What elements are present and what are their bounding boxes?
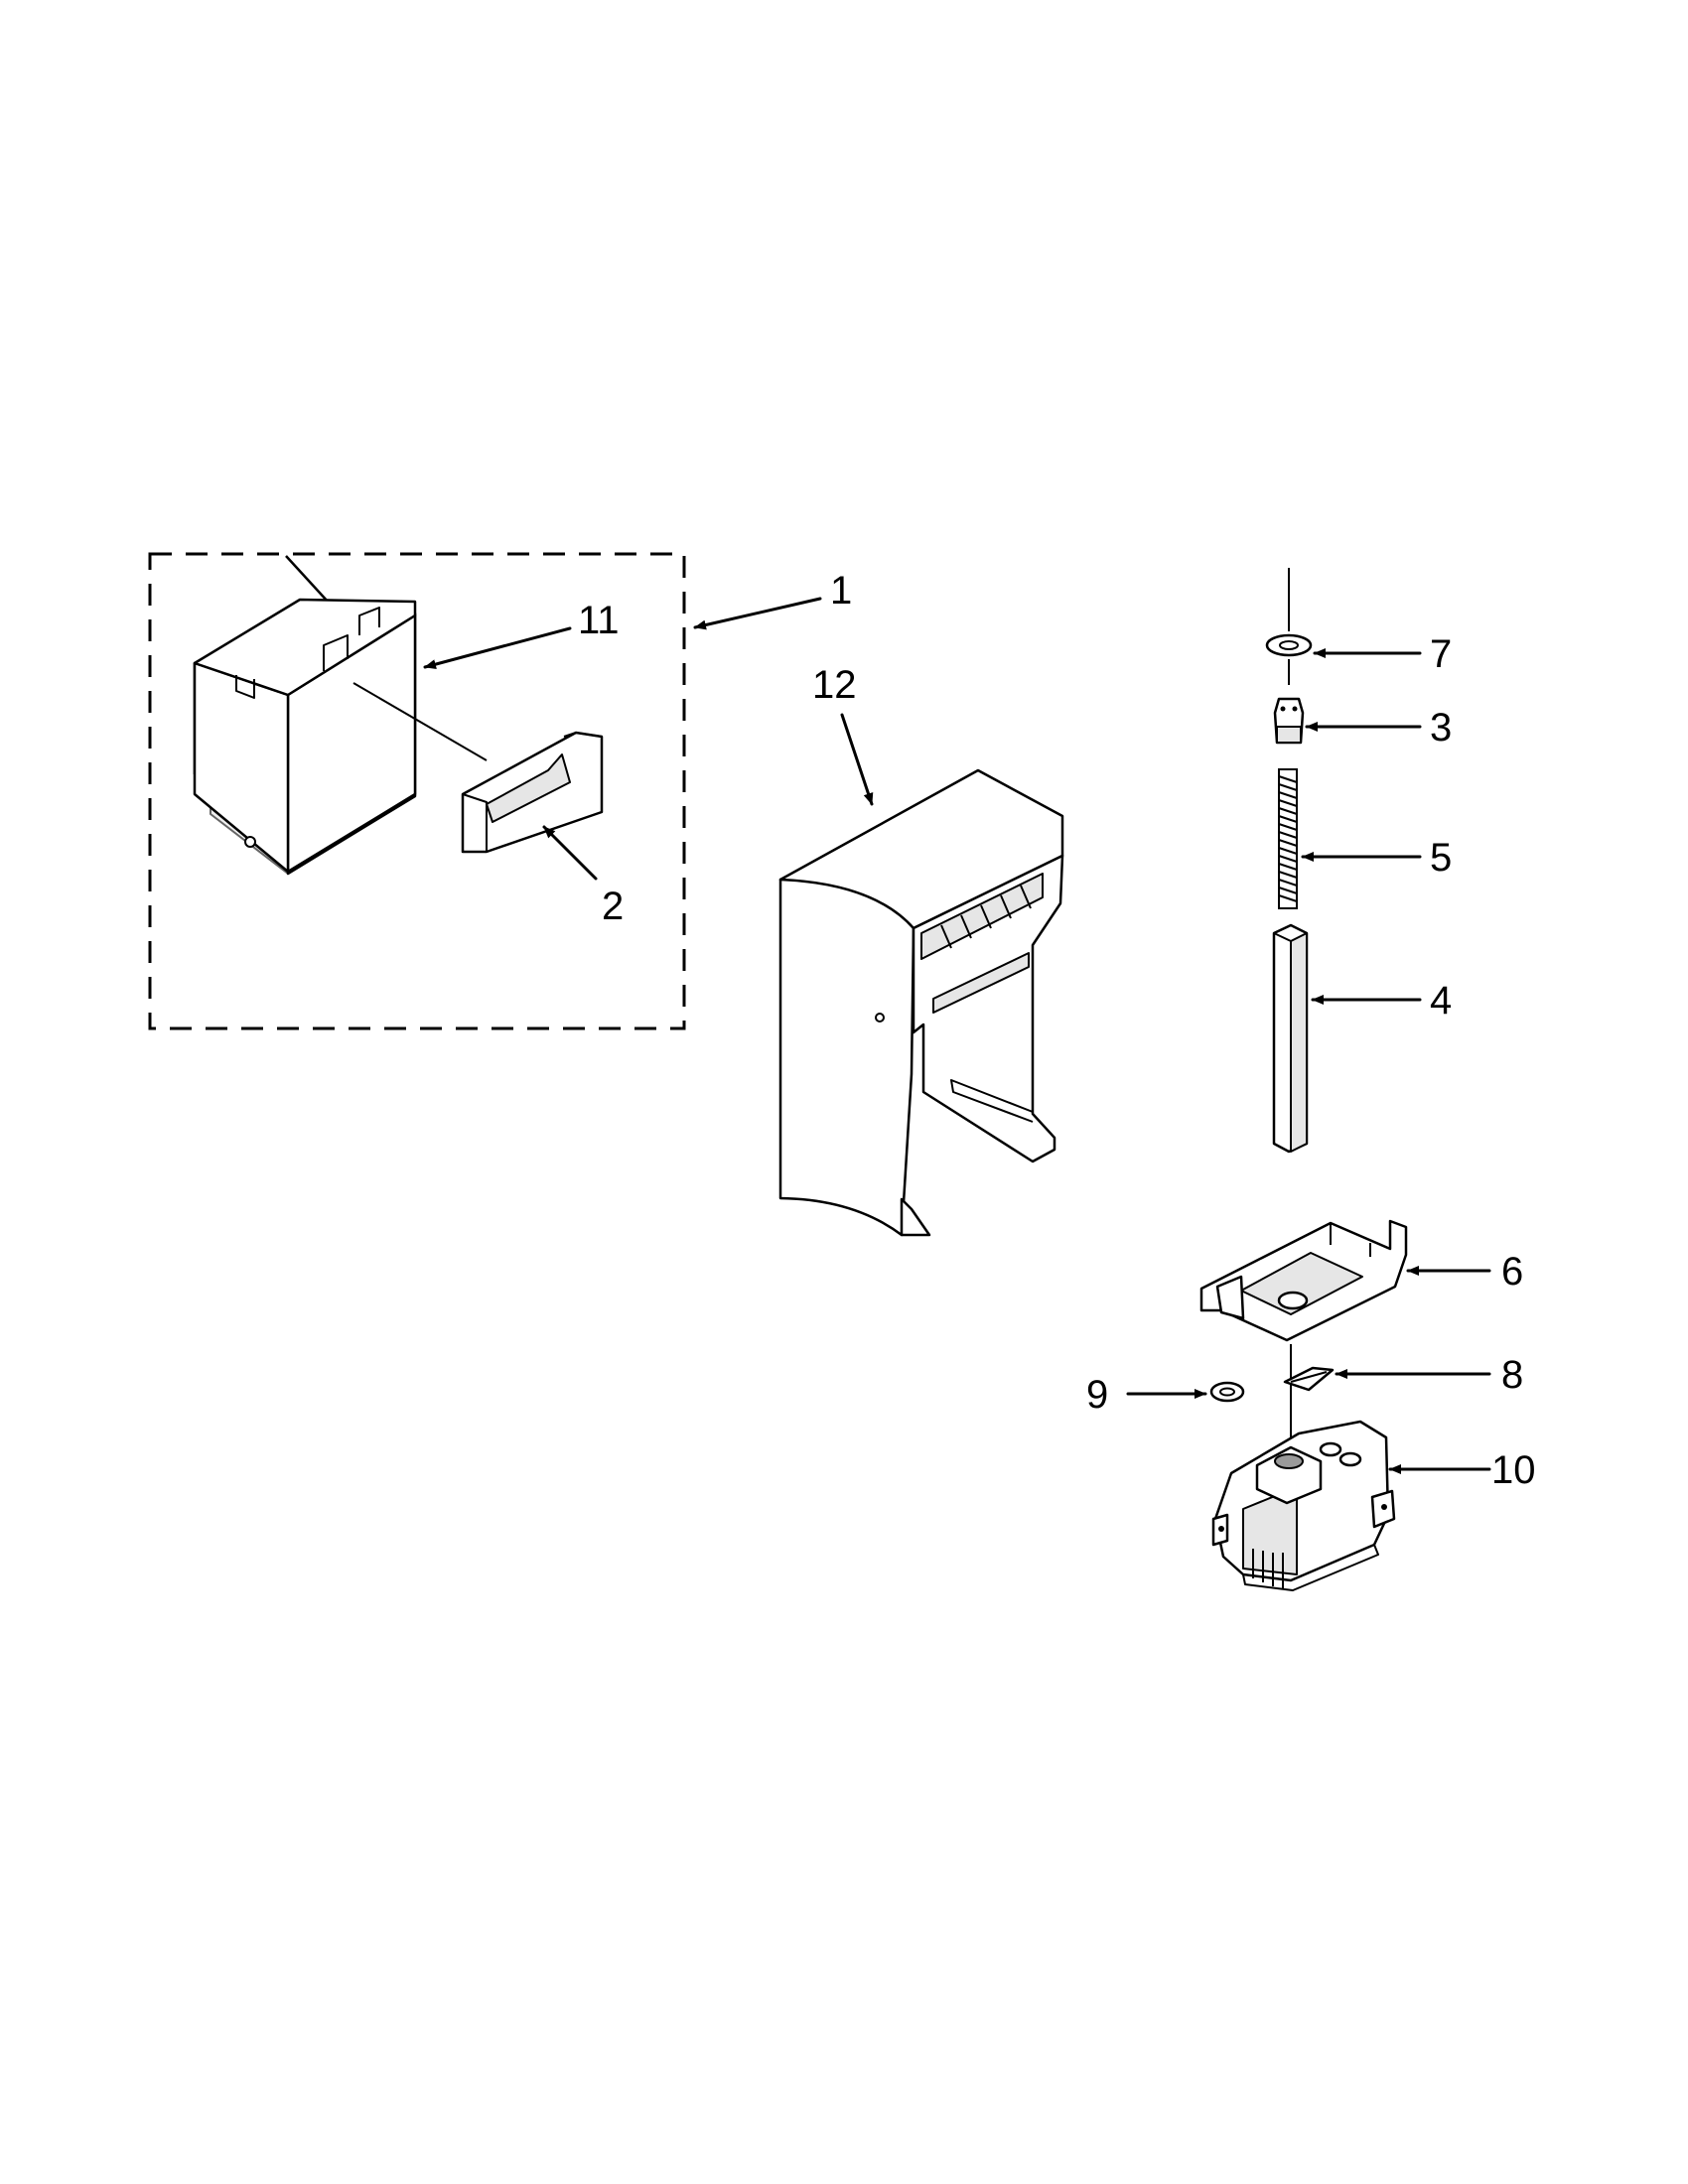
callout-10: 10 (1491, 1448, 1536, 1492)
callout-11: 11 (578, 599, 620, 642)
auger-nut-part[interactable] (1273, 697, 1305, 745)
motor-mount-bracket-part[interactable] (1199, 1219, 1408, 1437)
hex-shaft-part[interactable] (1272, 923, 1309, 1154)
assembly-group-box (148, 552, 686, 1030)
washer-part-7[interactable] (1265, 568, 1313, 685)
auger-motor-part[interactable] (1211, 1420, 1396, 1591)
callout-6: 6 (1501, 1250, 1523, 1294)
bucket-handle-part[interactable] (461, 731, 604, 854)
callout-2: 2 (602, 885, 624, 928)
callout-1: 1 (830, 569, 852, 613)
spring-part[interactable] (1278, 768, 1298, 909)
ice-bucket-part[interactable] (193, 555, 488, 876)
callout-labels: 1 11 2 12 7 3 5 4 6 8 9 10 (578, 569, 1536, 1492)
callout-3: 3 (1430, 706, 1452, 750)
leader-lines (423, 597, 1491, 1474)
dispenser-housing-part[interactable] (778, 768, 1064, 1237)
washer-part-9[interactable] (1209, 1381, 1245, 1403)
callout-5: 5 (1430, 836, 1452, 880)
callout-9: 9 (1086, 1373, 1108, 1417)
callout-7: 7 (1430, 632, 1452, 676)
callout-8: 8 (1501, 1353, 1523, 1397)
callout-4: 4 (1430, 979, 1452, 1023)
callout-12: 12 (812, 663, 857, 707)
coupler-part[interactable] (1283, 1366, 1335, 1392)
